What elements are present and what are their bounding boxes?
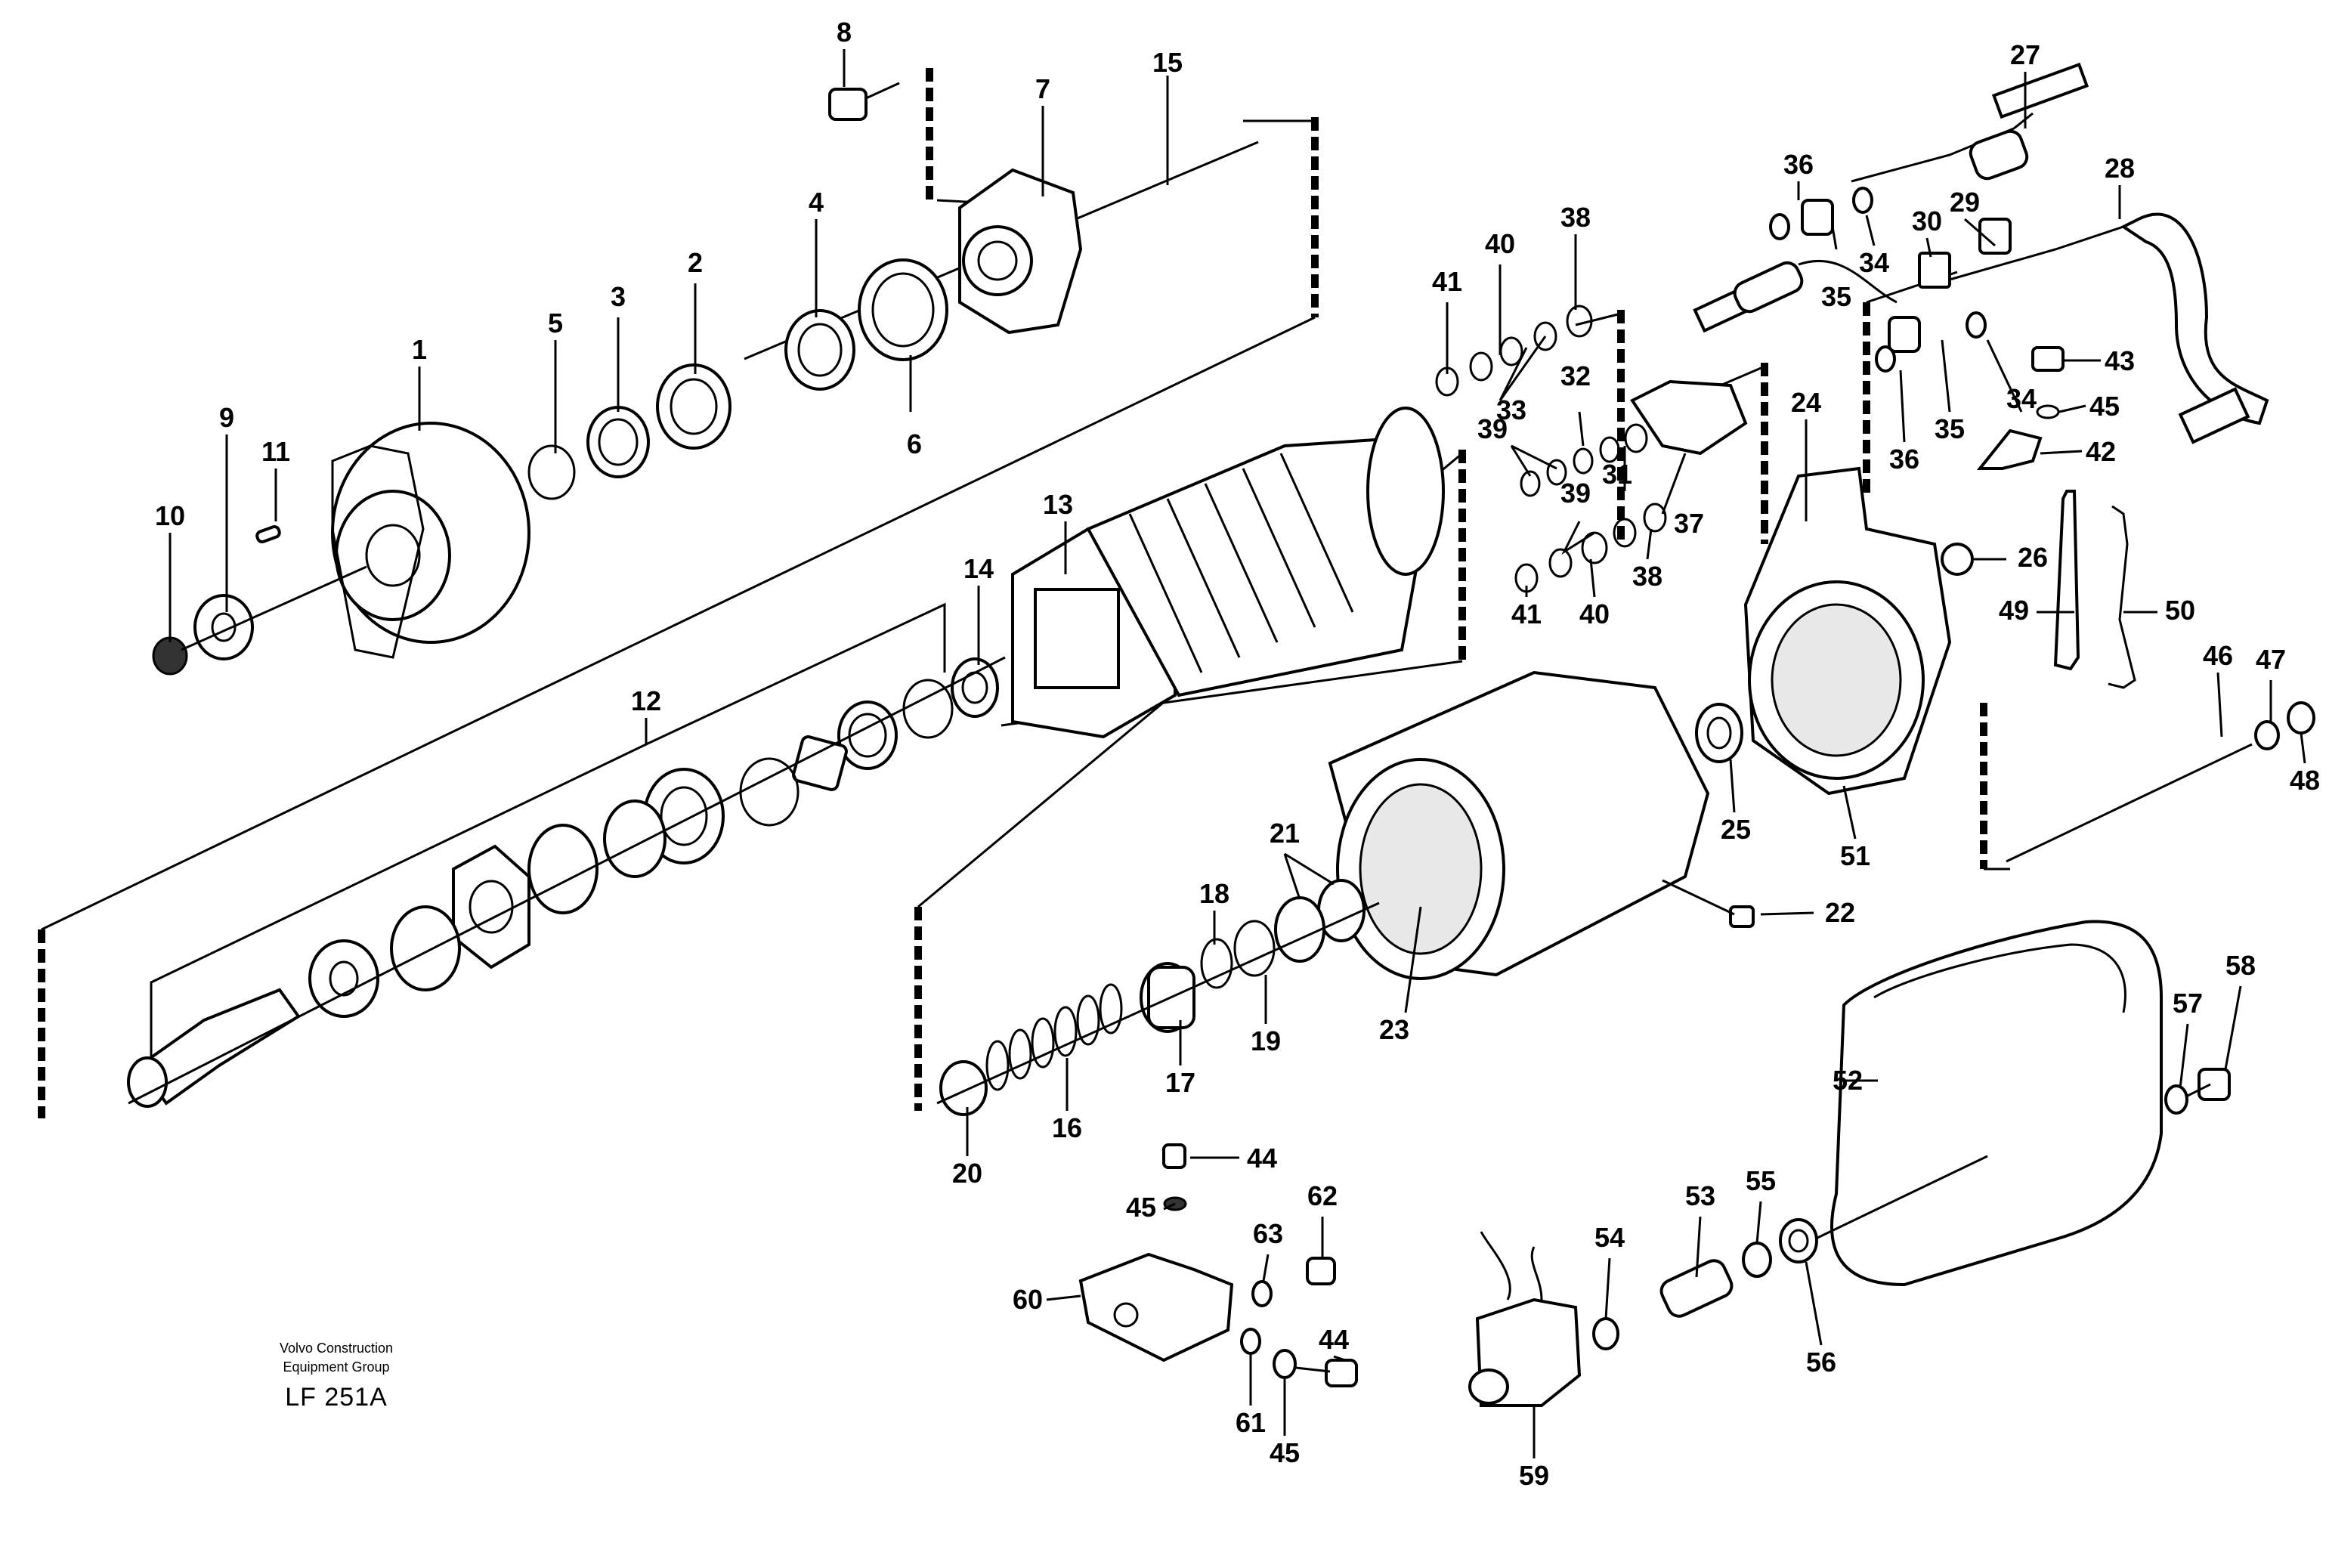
part-label-53: 53 xyxy=(1685,1180,1715,1211)
part-label-42: 42 xyxy=(2086,436,2116,467)
part-label-48: 48 xyxy=(2290,765,2320,796)
part-label-58: 58 xyxy=(2225,950,2256,981)
part-label-2: 2 xyxy=(688,247,703,278)
part-label-43: 43 xyxy=(2105,345,2135,376)
part-label-49: 49 xyxy=(1999,595,2029,626)
part-label-20: 20 xyxy=(952,1158,982,1189)
part-label-25: 25 xyxy=(1721,814,1751,845)
part-label-33: 33 xyxy=(1496,394,1526,425)
part-label-32: 32 xyxy=(1560,360,1591,391)
part-label-24: 24 xyxy=(1791,387,1821,418)
part-label-38b: 38 xyxy=(1632,561,1662,592)
part-label-16: 16 xyxy=(1052,1112,1082,1143)
part-label-38a: 38 xyxy=(1560,202,1591,233)
part-label-15: 15 xyxy=(1152,47,1183,78)
part-label-59: 59 xyxy=(1519,1460,1549,1491)
part-label-13: 13 xyxy=(1043,489,1073,520)
part-label-19: 19 xyxy=(1251,1025,1281,1056)
publisher-block: Volvo Construction Equipment Group LF 25… xyxy=(280,1341,393,1412)
part-label-5: 5 xyxy=(548,308,563,339)
part-label-1: 1 xyxy=(412,334,427,365)
part-label-36a: 36 xyxy=(1783,149,1814,180)
part-label-41b: 41 xyxy=(1511,598,1542,629)
part-label-52: 52 xyxy=(1833,1065,1863,1096)
part-label-7: 7 xyxy=(1035,73,1050,104)
part-label-3: 3 xyxy=(611,281,626,312)
part-label-36b: 36 xyxy=(1889,444,1919,475)
part-label-39b: 39 xyxy=(1560,478,1591,509)
part-label-22: 22 xyxy=(1825,897,1855,928)
part-label-34b: 34 xyxy=(2006,383,2037,414)
part-label-34a: 34 xyxy=(1859,247,1889,278)
part-label-51: 51 xyxy=(1840,840,1870,871)
part-label-31: 31 xyxy=(1602,459,1632,490)
part-label-54: 54 xyxy=(1594,1222,1625,1253)
part-label-6: 6 xyxy=(907,428,922,459)
document-code: LF 251A xyxy=(285,1383,388,1412)
part-label-63: 63 xyxy=(1253,1218,1283,1249)
part-label-40b: 40 xyxy=(1579,598,1610,629)
part-label-46: 46 xyxy=(2203,640,2233,671)
part-label-14: 14 xyxy=(963,553,994,584)
leader-lines xyxy=(150,49,2306,1458)
part-label-61: 61 xyxy=(1236,1407,1266,1438)
part-label-45b: 45 xyxy=(1126,1192,1156,1223)
part-label-28: 28 xyxy=(2105,153,2135,184)
publisher-line-1: Volvo Construction xyxy=(280,1341,393,1356)
part-label-9: 9 xyxy=(219,402,234,433)
part-label-45c: 45 xyxy=(1270,1437,1300,1468)
part-label-57: 57 xyxy=(2173,988,2203,1019)
part-label-23: 23 xyxy=(1379,1014,1409,1045)
part-drawings xyxy=(127,62,2315,1407)
part-label-44b: 44 xyxy=(1319,1324,1349,1355)
part-label-39a: 39 xyxy=(1477,413,1508,444)
part-label-8: 8 xyxy=(837,17,852,48)
part-label-47: 47 xyxy=(2256,644,2286,675)
part-label-11: 11 xyxy=(261,436,290,467)
part-label-50: 50 xyxy=(2165,595,2195,626)
part-label-37: 37 xyxy=(1674,508,1704,539)
part-label-18: 18 xyxy=(1199,878,1229,909)
part-label-55: 55 xyxy=(1746,1165,1776,1196)
part-label-56: 56 xyxy=(1806,1347,1836,1378)
part-label-17: 17 xyxy=(1165,1067,1195,1098)
part-label-10: 10 xyxy=(155,500,185,531)
part-label-40a: 40 xyxy=(1485,228,1515,259)
part-label-12: 12 xyxy=(631,685,661,716)
part-label-41a: 41 xyxy=(1432,266,1462,297)
part-label-60: 60 xyxy=(1013,1284,1043,1315)
publisher-line-2: Equipment Group xyxy=(283,1359,389,1375)
part-label-44a: 44 xyxy=(1247,1143,1277,1174)
part-label-26: 26 xyxy=(2018,542,2048,573)
part-label-45a: 45 xyxy=(2089,391,2120,422)
part-label-35a: 35 xyxy=(1821,281,1851,312)
part-label-4: 4 xyxy=(809,187,824,218)
part-labels: 1 2 3 4 5 6 7 8 9 10 11 12 13 14 15 16 1… xyxy=(155,17,2320,1491)
part-label-21: 21 xyxy=(1270,818,1300,849)
part-label-30: 30 xyxy=(1912,206,1942,237)
part-label-62: 62 xyxy=(1307,1180,1338,1211)
part-label-27: 27 xyxy=(2010,39,2040,70)
part-label-29: 29 xyxy=(1950,187,1980,218)
part-label-35b: 35 xyxy=(1935,413,1965,444)
